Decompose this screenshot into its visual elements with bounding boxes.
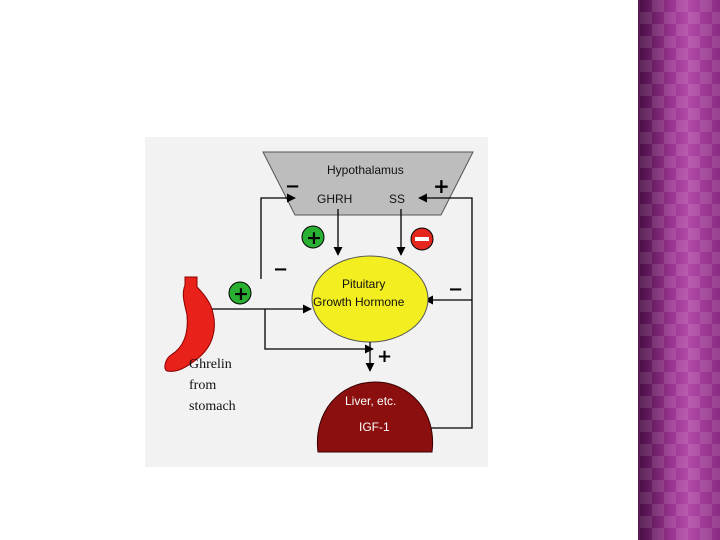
gh-to-liver-plus-sign: + <box>377 346 392 367</box>
ss-label: SS <box>389 192 405 206</box>
pituitary-label-line2: Growth Hormone <box>313 295 405 309</box>
gh-feedback-to-hypothalamus-line <box>260 193 296 279</box>
ghrh-plus-badge <box>301 225 325 249</box>
ghrh-label: GHRH <box>317 192 352 206</box>
side-divider <box>638 0 640 540</box>
igf1-pituitary-minus-sign: − <box>448 279 463 300</box>
ghrelin-to-hypothalamus-arrow <box>264 309 374 354</box>
diagram-svg: Hypothalamus GHRH SS − + − − + <box>164 151 474 453</box>
hypothalamus-label: Hypothalamus <box>327 163 404 177</box>
ghrelin-label-line1: Ghrelin <box>189 357 232 372</box>
ghrelin-plus-badge <box>228 281 252 305</box>
stomach-shape <box>164 276 215 372</box>
hypothalamus-plus-sign: + <box>433 174 450 198</box>
gh-feedback-minus-sign: − <box>273 259 288 280</box>
liver-label-line1: Liver, etc. <box>345 394 396 408</box>
igf1-feedback-to-hypothalamus-line <box>418 193 473 429</box>
gh-regulation-diagram: Hypothalamus GHRH SS − + − − + <box>145 137 488 467</box>
hypothalamus-minus-sign: − <box>285 176 300 197</box>
ghrelin-label-line3: stomach <box>189 399 236 414</box>
liver-shape <box>316 381 434 453</box>
ghrelin-plus-sign: + <box>233 283 249 305</box>
liver-label-line2: IGF-1 <box>359 420 390 434</box>
decorative-side-band <box>640 0 720 540</box>
pituitary-label-line1: Pituitary <box>342 277 385 291</box>
ss-minus-sign <box>415 237 429 241</box>
ghrelin-label-line2: from <box>189 378 216 393</box>
ghrh-plus-sign: + <box>306 227 322 249</box>
